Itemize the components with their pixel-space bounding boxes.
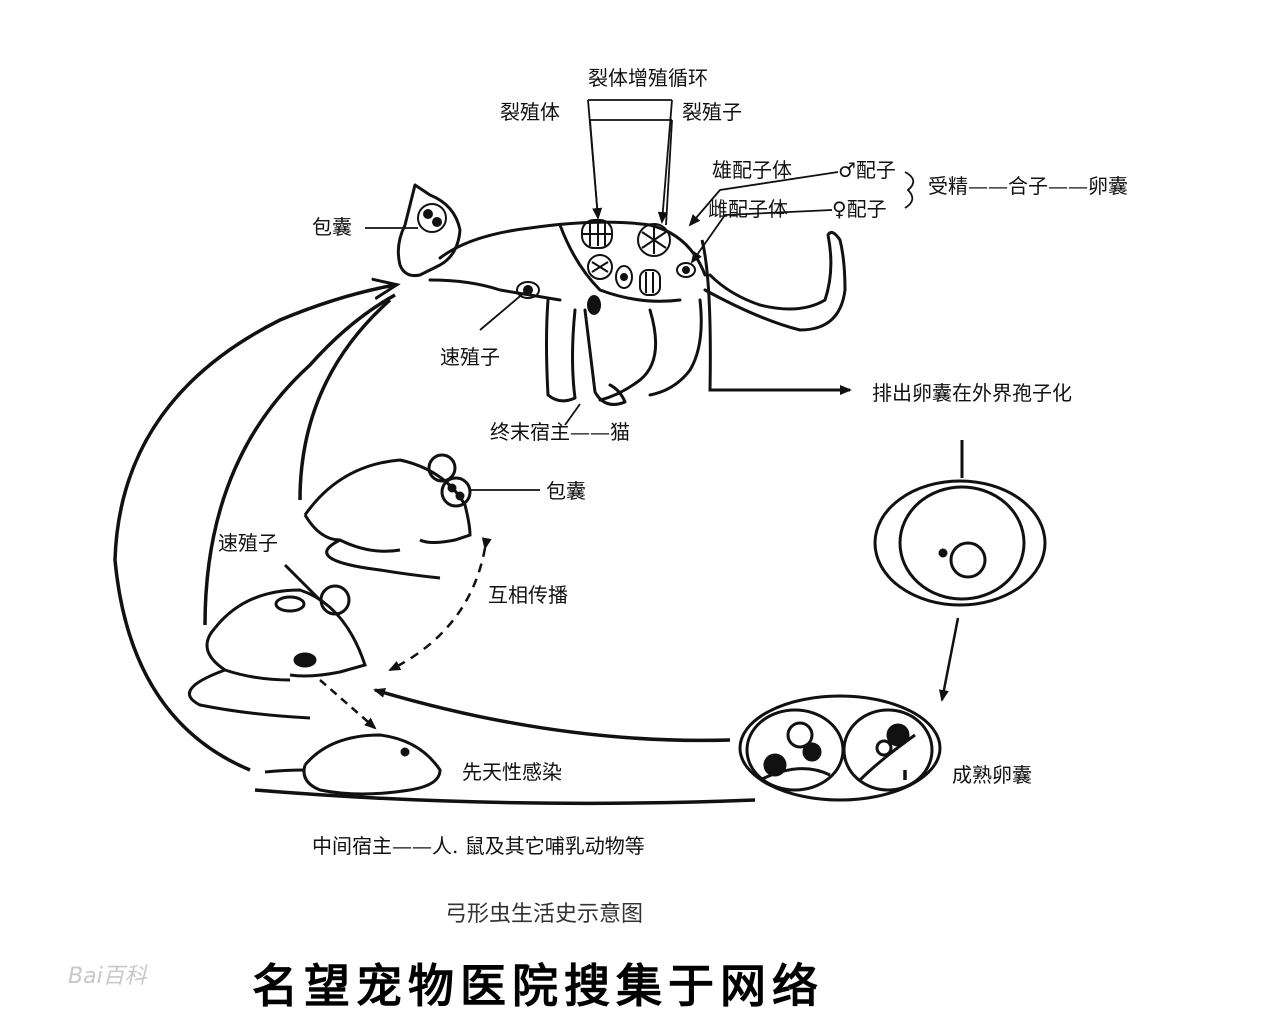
schizogony-arrows bbox=[365, 99, 915, 491]
oocyst-unsporulated bbox=[873, 440, 1047, 702]
cat-stages bbox=[417, 203, 696, 315]
label-definitive-host: 终末宿主——猫 bbox=[490, 420, 630, 444]
label-tachyzoite-mouse: 速殖子 bbox=[218, 531, 278, 555]
label-cyst-cat: 包囊 bbox=[312, 215, 352, 239]
excretion-arrow bbox=[700, 239, 852, 395]
label-oocyst-exit: 排出卵囊在外界孢子化 bbox=[872, 381, 1072, 405]
mouse-middle bbox=[187, 563, 367, 720]
cat-illustration bbox=[396, 183, 847, 406]
label-mature-oocyst: 成熟卵囊 bbox=[952, 763, 1032, 787]
label-schizogony-cycle: 裂体增殖循环 bbox=[588, 66, 708, 90]
watermark-logo: Bai百科 bbox=[68, 964, 147, 989]
label-merozoite: 裂殖子 bbox=[682, 100, 742, 124]
label-schizont: 裂殖体 bbox=[500, 100, 560, 124]
label-cyst-mouse: 包囊 bbox=[546, 479, 586, 503]
mutual-spread-arrow bbox=[388, 537, 492, 672]
label-fertilization-chain: 受精——合子——卵囊 bbox=[928, 174, 1128, 198]
label-tachyzoite-cat: 速殖子 bbox=[440, 345, 500, 369]
label-male-gamete: ♂配子 bbox=[838, 158, 896, 182]
label-female-gametocyte: 雌配子体 bbox=[708, 197, 788, 221]
mouse-lower bbox=[264, 679, 442, 796]
mouse-upper bbox=[303, 453, 472, 580]
label-congenital: 先天性感染 bbox=[462, 760, 562, 784]
infection-arrows bbox=[113, 285, 907, 806]
diagram-caption: 弓形虫生活史示意图 bbox=[445, 902, 644, 927]
footer-credit: 名望宠物医院搜集于网络 bbox=[252, 959, 824, 1013]
label-mutual-spread: 互相传播 bbox=[488, 583, 568, 607]
label-male-gametocyte: 雄配子体 bbox=[712, 158, 792, 182]
label-female-gamete: ♀配子 bbox=[832, 197, 887, 221]
label-intermediate-host: 中间宿主——人. 鼠及其它哺乳动物等 bbox=[312, 834, 645, 858]
oocyst-mature bbox=[738, 694, 942, 802]
